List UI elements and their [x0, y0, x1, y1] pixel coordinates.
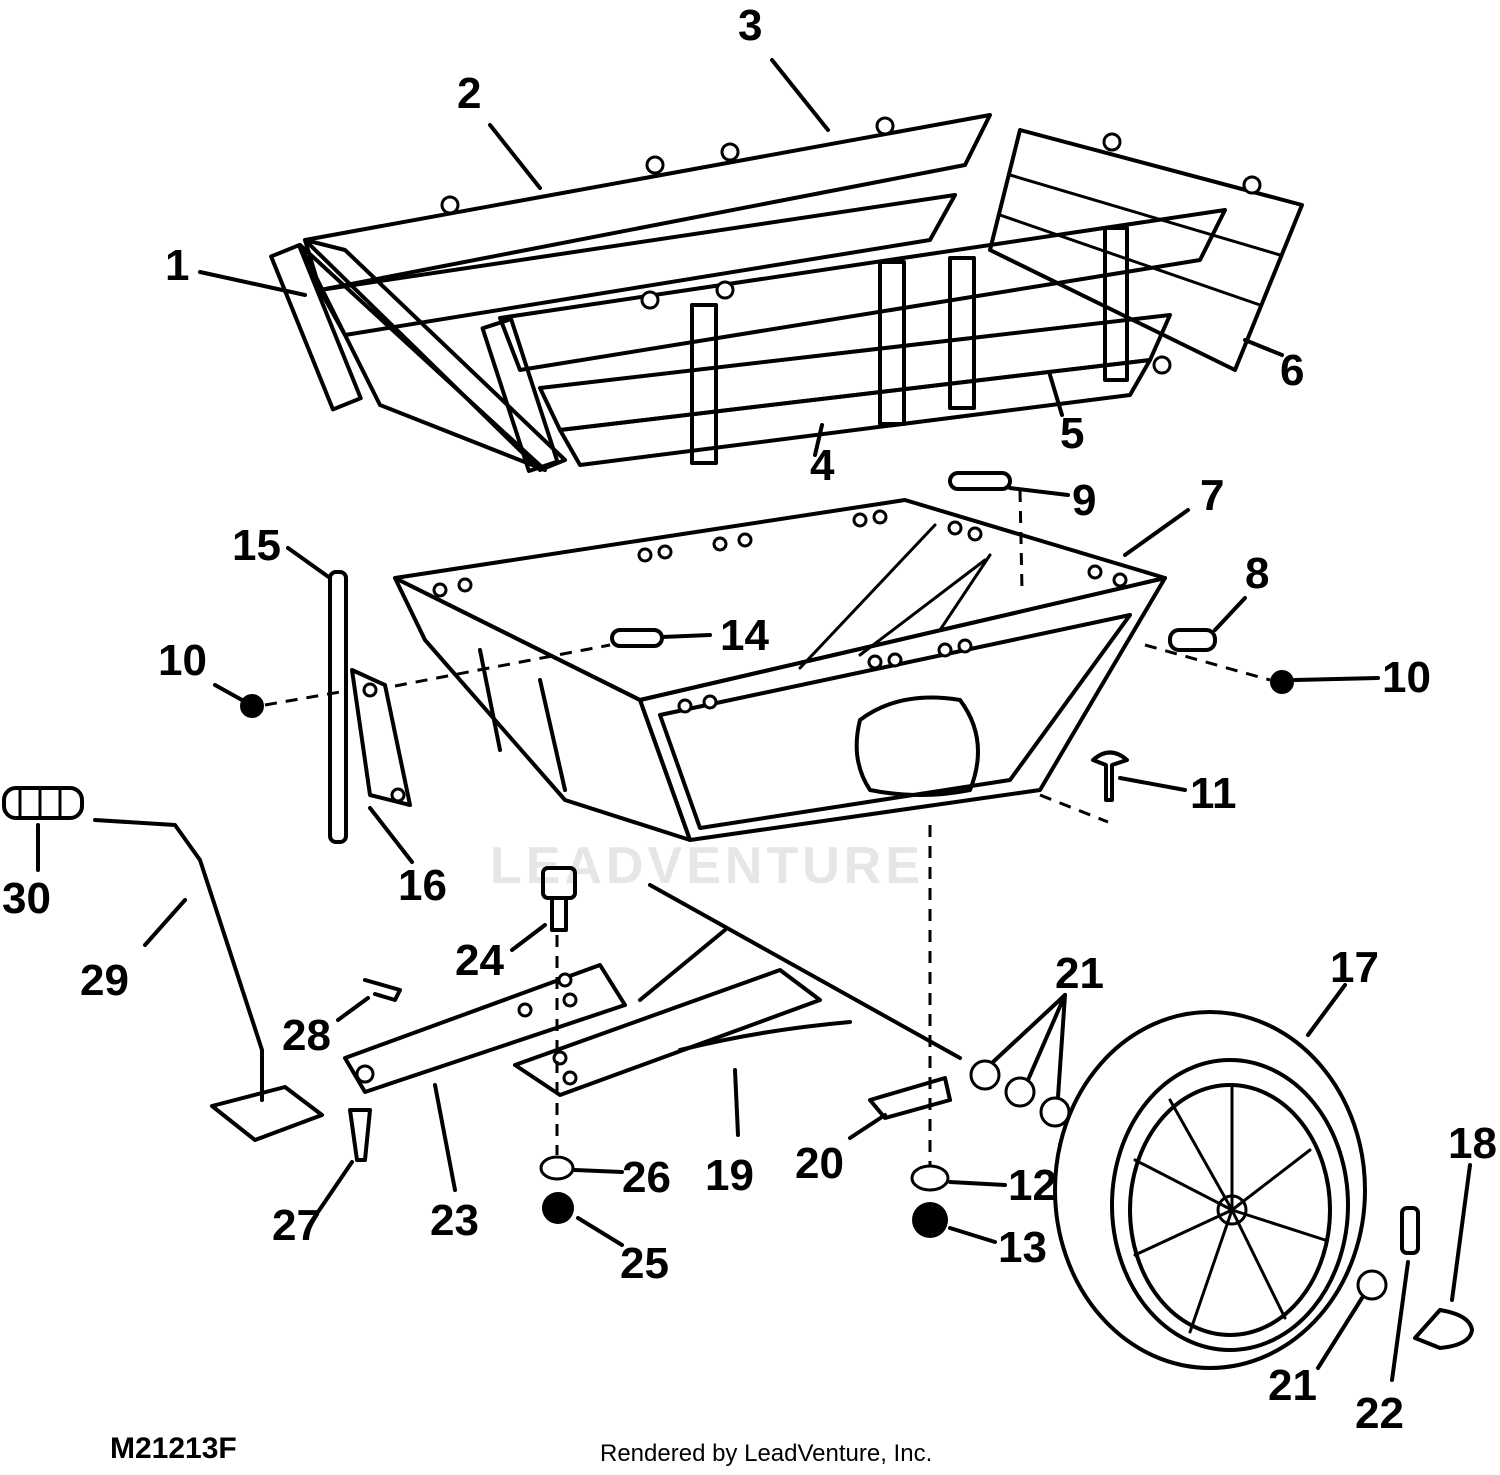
callout-21-bottom: 21: [1268, 1361, 1317, 1410]
frame-axle: [343, 883, 962, 1097]
callout-1: 1: [165, 241, 189, 290]
cart-box: [393, 498, 1167, 842]
callout-11: 11: [1190, 769, 1237, 818]
callout-20: 20: [795, 1139, 844, 1188]
callout-9: 9: [1072, 476, 1096, 525]
hinge-bracket: [328, 570, 412, 844]
callout-22: 22: [1355, 1389, 1404, 1438]
handle: [2, 786, 324, 1142]
callout-labels: 1 2 3 4 5 6 7 8 9 10 10 11 12 13 14 15 1…: [2, 1, 1497, 1438]
wheel: [1053, 1010, 1367, 1370]
callout-28: 28: [282, 1011, 331, 1060]
render-credit: Rendered by LeadVenture, Inc.: [600, 1440, 933, 1467]
callout-24: 24: [455, 936, 504, 985]
callout-8: 8: [1245, 549, 1269, 598]
callout-26: 26: [622, 1153, 671, 1202]
callout-5: 5: [1060, 409, 1084, 458]
callout-18: 18: [1448, 1119, 1497, 1168]
callout-12: 12: [1008, 1161, 1057, 1210]
callout-4: 4: [810, 441, 835, 490]
callout-16: 16: [398, 861, 447, 910]
diagram-reference-code: M21213F: [110, 1432, 237, 1465]
callout-7: 7: [1200, 471, 1224, 520]
callout-17: 17: [1330, 943, 1379, 992]
callout-2: 2: [457, 69, 481, 118]
callout-3: 3: [738, 1, 762, 50]
callout-25: 25: [620, 1239, 669, 1288]
callout-6: 6: [1280, 346, 1304, 395]
callout-14: 14: [720, 611, 769, 660]
stake-rack-assembly: [269, 113, 1304, 473]
callout-13: 13: [998, 1223, 1047, 1272]
callout-30: 30: [2, 874, 51, 923]
callout-23: 23: [430, 1196, 479, 1245]
alignment-lines: [264, 489, 1271, 1165]
callout-10-left: 10: [158, 636, 207, 685]
callout-19: 19: [705, 1151, 754, 1200]
callout-29: 29: [80, 956, 129, 1005]
callout-15: 15: [232, 521, 281, 570]
leader-lines: [36, 58, 1472, 1382]
callout-10-right: 10: [1382, 653, 1431, 702]
callout-27: 27: [272, 1201, 321, 1250]
callout-21-top: 21: [1055, 949, 1104, 998]
hardware: [240, 471, 1474, 1350]
